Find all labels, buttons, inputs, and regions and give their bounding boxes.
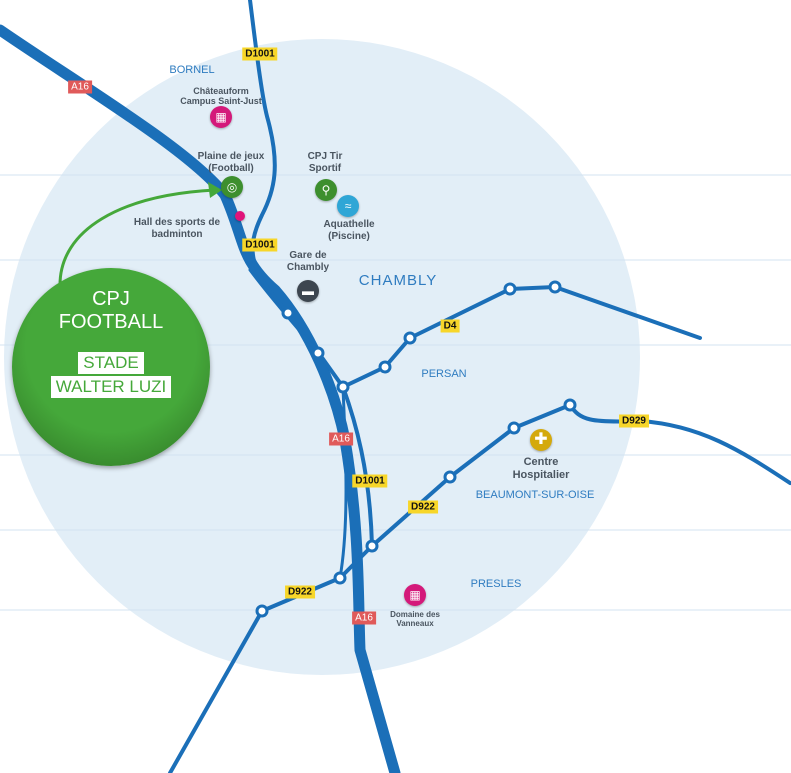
poi-label-chateauform: Châteauform Campus Saint-Just	[180, 86, 262, 106]
town-persan: PERSAN	[421, 368, 467, 380]
road-label-d1001: D1001	[242, 238, 278, 252]
road-label-d929: D929	[619, 414, 649, 428]
poi-label-gare: Gare de Chambly	[286, 250, 330, 273]
road-d1001-north	[248, 0, 345, 389]
badge-line3: STADE	[78, 352, 144, 374]
road-label-d1001: D1001	[352, 474, 388, 488]
shooting-icon[interactable]: ⚲	[315, 179, 337, 201]
badge-line4: WALTER LUZI	[50, 376, 172, 398]
hotel-icon[interactable]: ▦	[210, 106, 232, 128]
poi-label-tir: CPJ Tir Sportif	[307, 151, 343, 174]
badge-line1: CPJ	[92, 288, 130, 310]
road-branch	[338, 385, 348, 580]
road-label-d922: D922	[285, 585, 315, 599]
swimming-icon[interactable]: ≈	[337, 195, 359, 217]
road-d4	[341, 285, 702, 389]
poi-label-vanneaux: Domaine des Vanneaux	[390, 610, 440, 628]
town-beaumont: BEAUMONT-SUR-OISE	[475, 489, 595, 501]
grid-lines	[0, 174, 791, 611]
road-a16	[0, 24, 401, 773]
town-chambly: CHAMBLY	[358, 272, 438, 289]
town-presles: PRESLES	[470, 578, 522, 590]
pointer-arrow	[58, 188, 216, 286]
road-label-d922: D922	[408, 500, 438, 514]
stadium-badge[interactable]: CPJ FOOTBALL STADE WALTER LUZI	[12, 268, 210, 466]
stadium-icon[interactable]: ◎	[221, 176, 243, 198]
road-spur	[248, 268, 320, 354]
poi-label-hall: Hall des sports de badminton	[133, 217, 221, 240]
hospital-icon[interactable]: ✚	[530, 429, 552, 451]
hotel-icon[interactable]: ▦	[404, 584, 426, 606]
town-bornel: BORNEL	[169, 64, 215, 76]
arrow-head	[208, 182, 222, 198]
junctions	[255, 280, 577, 618]
road-label-d4: D4	[440, 319, 460, 333]
road-d1001-south	[341, 385, 374, 548]
poi-label-hopital: Centre Hospitalier	[512, 456, 570, 481]
road-label-a16: A16	[68, 80, 92, 94]
poi-label-plaine: Plaine de jeux (Football)	[197, 151, 265, 174]
badminton-dot-icon[interactable]	[235, 211, 245, 221]
road-label-d1001: D1001	[242, 47, 278, 61]
poi-label-aquathelle: Aquathelle (Piscine)	[323, 219, 375, 242]
road-label-a16: A16	[329, 432, 353, 446]
train-icon[interactable]: ▬	[297, 280, 319, 302]
badge-line2: FOOTBALL	[58, 311, 164, 333]
road-label-a16: A16	[352, 611, 376, 625]
